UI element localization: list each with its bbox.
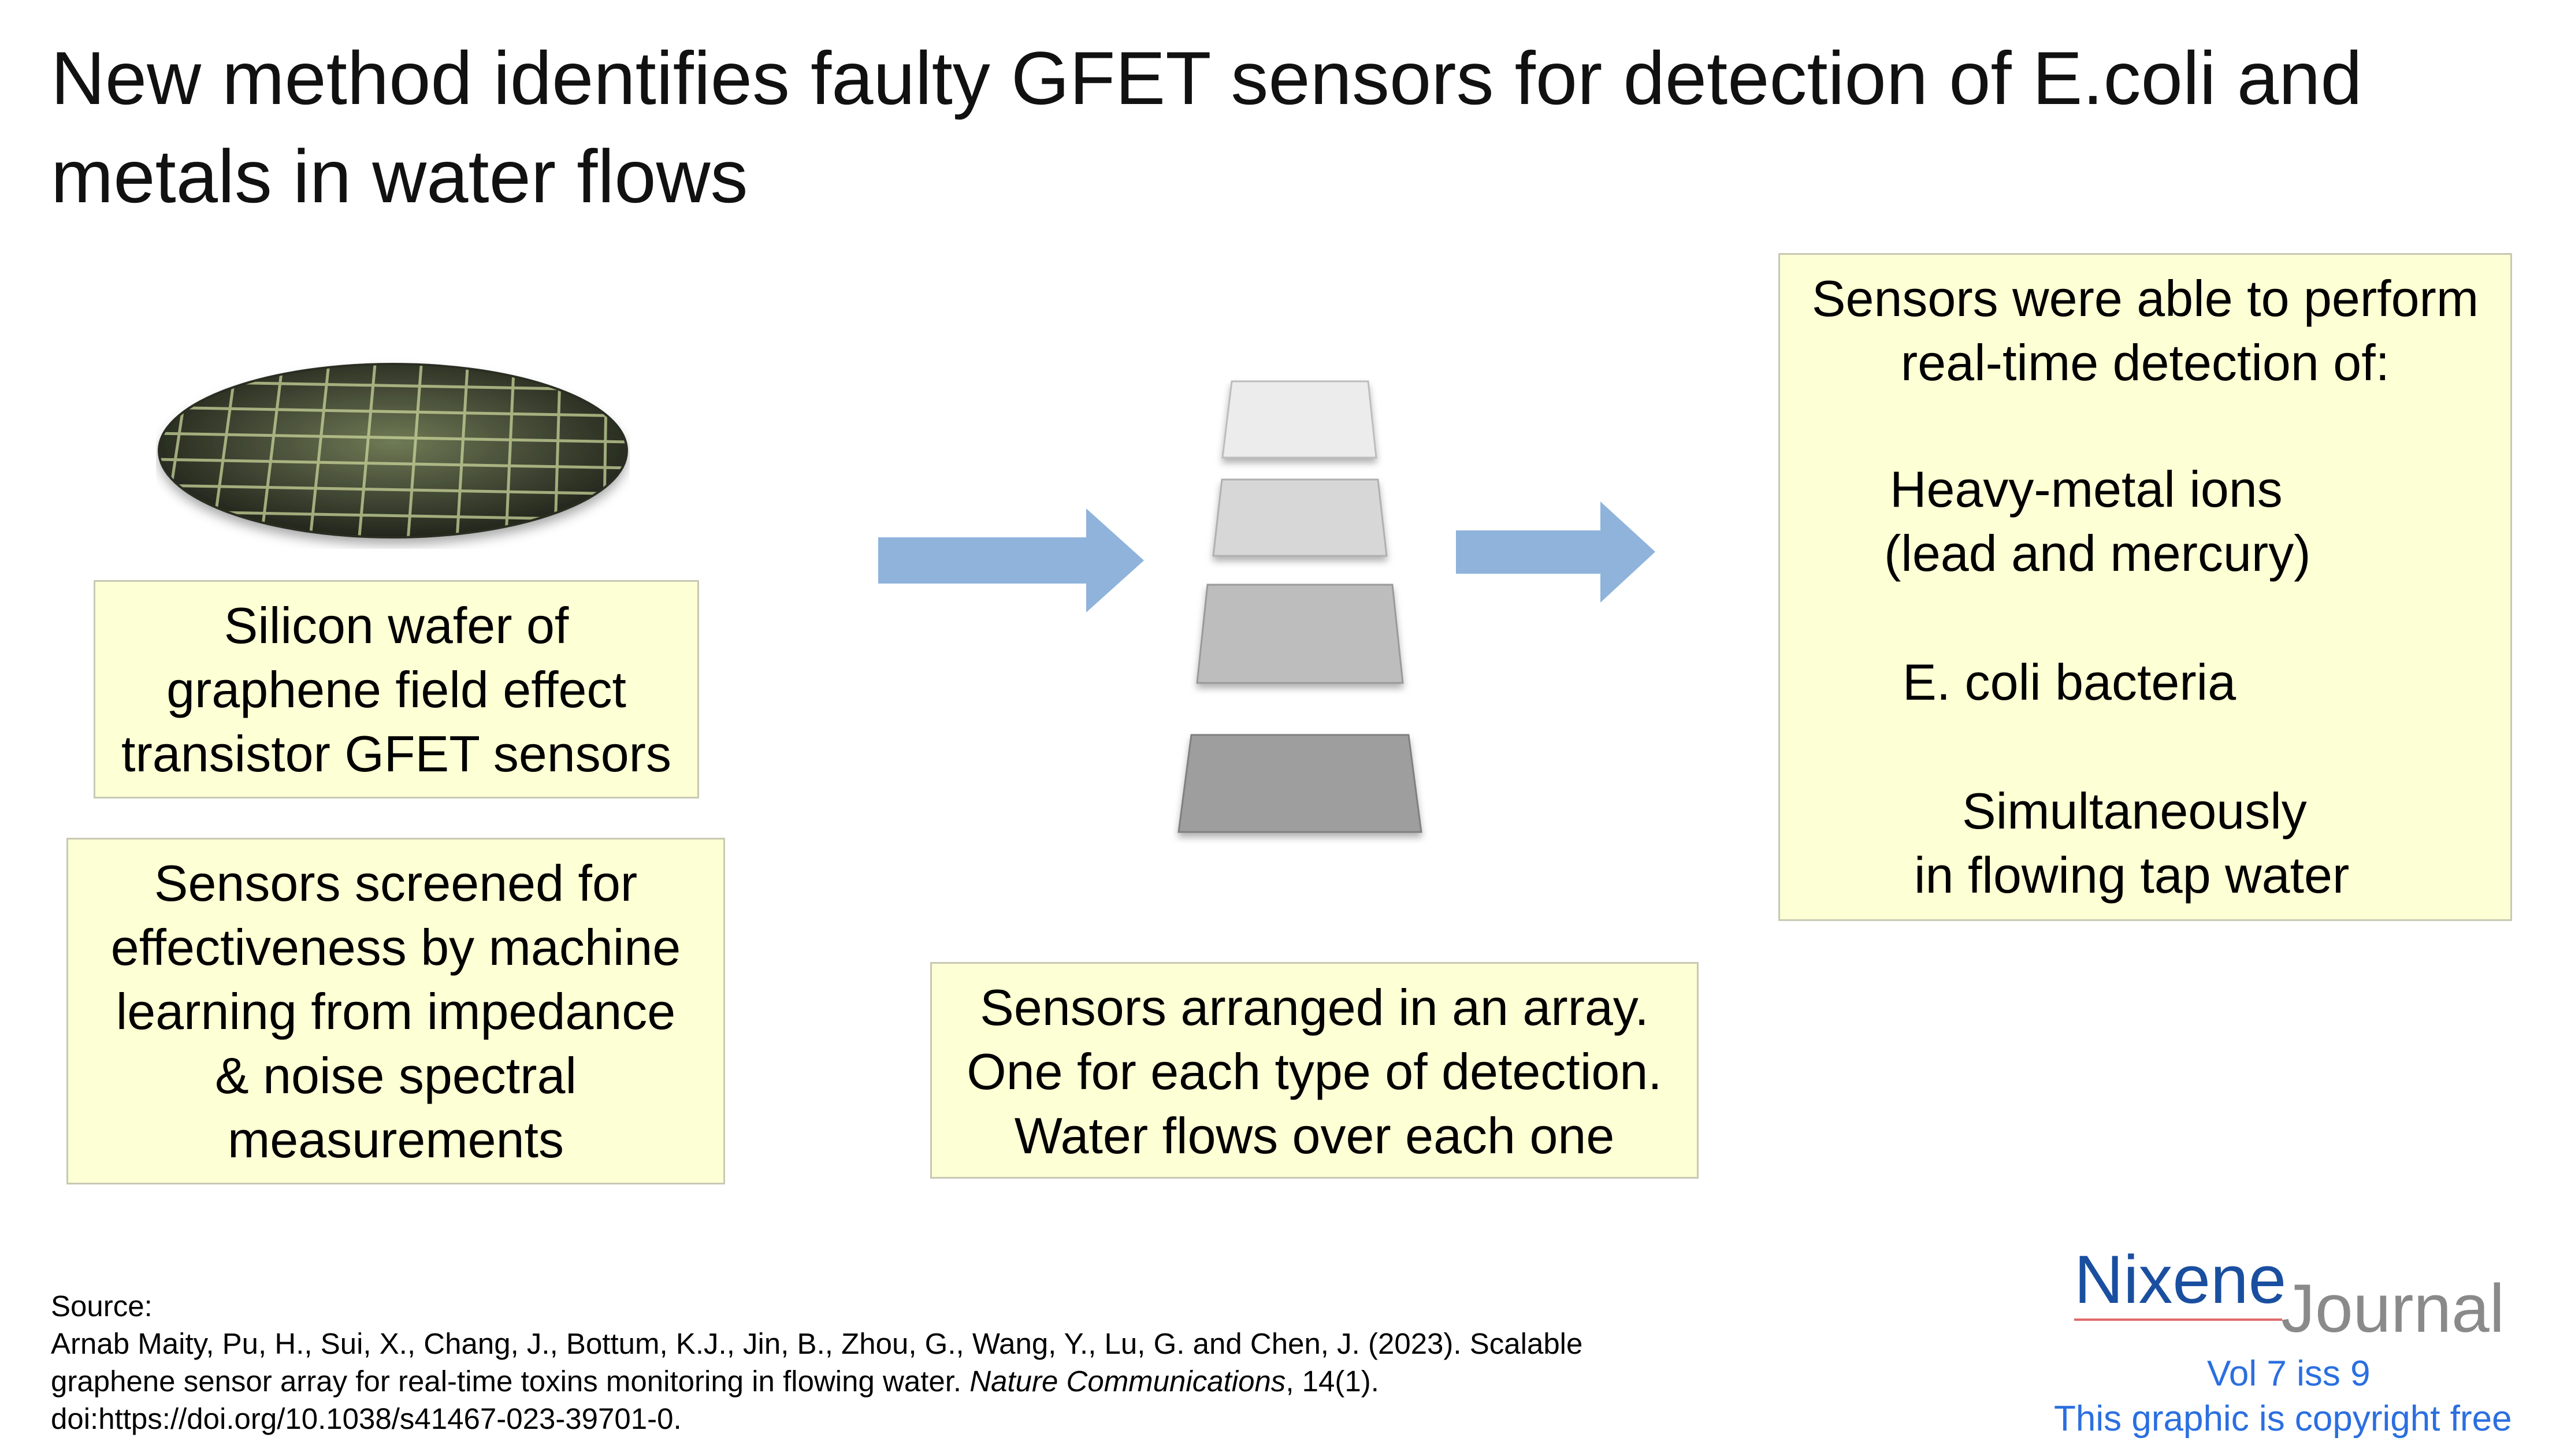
source-label: Source: [51,1290,153,1323]
sensor-array-stack [1177,380,1422,833]
wafer-line: graphene field effect [166,661,626,718]
metals-line: (lead and mercury) [1884,525,2311,582]
wafer-line: Silicon wafer of [224,597,569,654]
wafer-description-box: Silicon wafer of graphene field effect t… [94,580,699,798]
sensor-tier [1221,380,1377,459]
brand-logo-nixene: Nixene [2074,1242,2287,1318]
brand-logo-journal: Journal [2281,1271,2505,1347]
sensor-tier [1196,584,1404,684]
metals-line: Heavy-metal ions [1890,460,2283,518]
right-arrow-icon [878,508,1144,612]
sensor-tier [1177,734,1422,833]
citation-line: Arnab Maity, Pu, H., Sui, X., Chang, J.,… [51,1327,1583,1360]
journal-name: Nature Communications [969,1365,1286,1398]
citation-line: graphene sensor array for real-time toxi… [51,1362,1842,1400]
wafer-image [158,363,628,538]
page-title: New method identifies faulty GFET sensor… [51,36,2362,218]
wafer-line: transistor GFET sensors [121,725,671,782]
array-line: One for each type of detection. [967,1043,1662,1100]
sensor-tier [1212,478,1388,557]
simultaneous-line: in flowing tap water [1914,846,2350,904]
screening-line: effectiveness by machine [110,919,681,976]
screening-line: Sensors screened for [154,855,638,912]
bacteria-line: E. coli bacteria [1903,653,2236,711]
simultaneous-line: Simultaneously [1962,782,2307,840]
array-line: Water flows over each one [1014,1107,1615,1164]
screening-line: measurements [227,1111,564,1168]
detection-heading: Sensors were able to perform [1811,270,2479,327]
array-description-box: Sensors arranged in an array. One for ea… [930,962,1699,1179]
array-line: Sensors arranged in an array. [980,979,1649,1036]
brand-underline [2074,1318,2282,1321]
screening-description-box: Sensors screened for effectiveness by ma… [66,838,725,1184]
screening-line: & noise spectral [214,1047,577,1104]
citation-text: graphene sensor array for real-time toxi… [51,1365,970,1398]
volume-issue: Vol 7 iss 9 [2207,1354,2371,1394]
doi-line: doi:https://doi.org/10.1038/s41467-023-3… [51,1402,682,1435]
citation-text: , 14(1). [1286,1365,1379,1398]
screening-line: learning from impedance [116,983,676,1040]
detection-results-box: Sensors were able to perform real-time d… [1778,253,2512,921]
copyright-notice: This graphic is copyright free [2054,1399,2512,1439]
source-citation: Source: Arnab Maity, Pu, H., Sui, X., Ch… [51,1287,1842,1438]
right-arrow-icon [1456,502,1655,603]
detection-heading: real-time detection of: [1900,334,2390,391]
